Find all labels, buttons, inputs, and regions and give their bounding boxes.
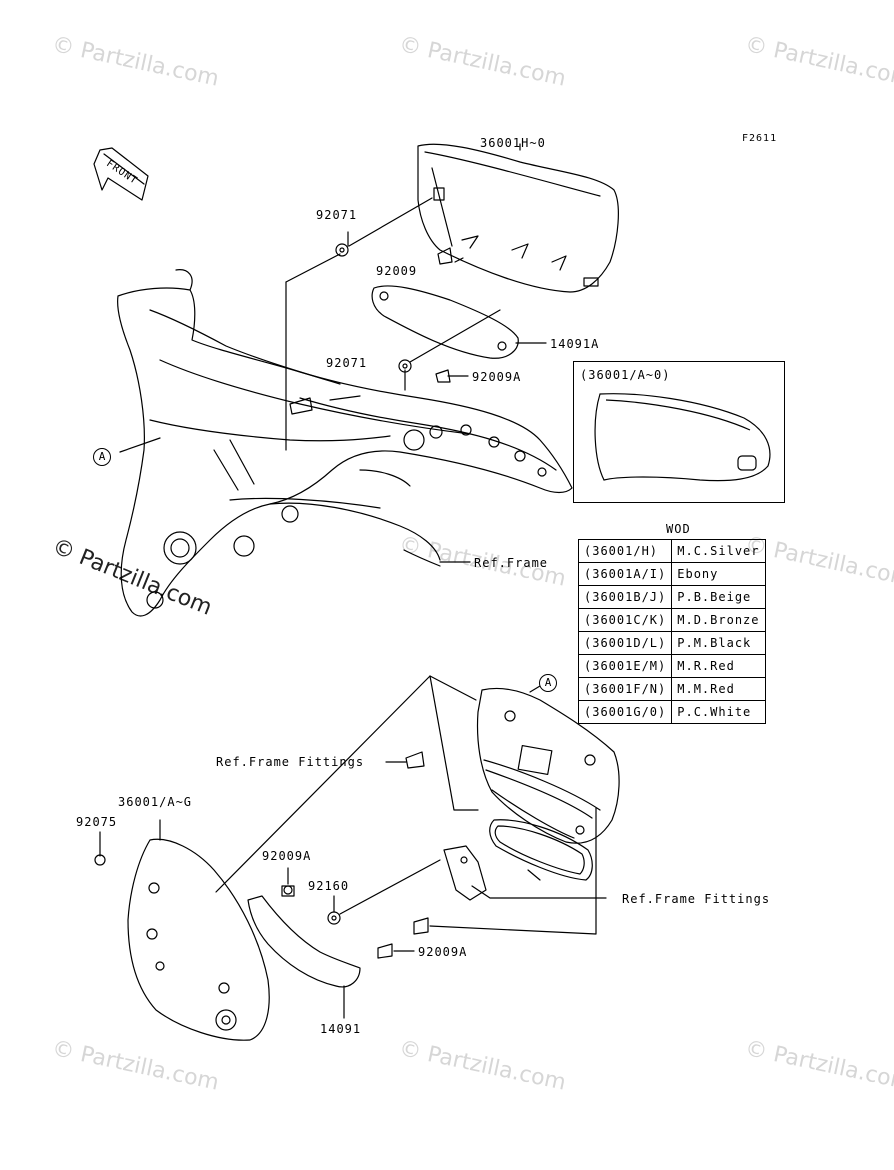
wod-color-cell: Ebony [671,562,766,586]
wod-title: WOD [666,522,691,536]
inset-side-cover [594,393,771,482]
table-row: (36001C/K)M.D.Bronze [577,608,766,632]
wod-color-cell: M.M.Red [671,677,766,701]
wod-color-table: (36001/H)M.C.Silver(36001A/I)Ebony(36001… [577,539,766,724]
wod-code-cell: (36001C/K) [577,608,673,632]
table-row: (36001B/J)P.B.Beige [577,585,766,609]
callout-a-top: A [93,448,111,466]
inset-box: (36001/A~0) [573,361,785,503]
part-label-14091: 14091 [320,1022,362,1036]
wod-code-cell: (36001F/N) [577,677,673,701]
callout-a-bottom: A [539,674,557,692]
wod-color-cell: P.B.Beige [671,585,766,609]
bracket-14091A [371,285,519,359]
part-label-92009: 92009 [376,264,418,278]
wod-code-cell: (36001G/0) [577,700,673,724]
figure-code: F2611 [742,133,778,144]
front-arrow-icon [93,147,149,201]
wod-color-cell: P.C.White [671,700,766,724]
part-label-92009A-bot: 92009A [418,945,468,959]
wod-code-cell: (36001A/I) [577,562,673,586]
part-label-92075: 92075 [76,815,118,829]
part-label-92160: 92160 [308,879,350,893]
part-label-92071-top: 92071 [316,208,358,222]
table-row: (36001A/I)Ebony [577,562,766,586]
motorcycle-frame [117,269,573,617]
frame-fitting [476,687,620,844]
part-label-92009A-mid: 92009A [262,849,312,863]
wod-code-cell: (36001D/L) [577,631,673,655]
side-cover-lower [127,838,270,1041]
wod-color-cell: M.R.Red [671,654,766,678]
wod-color-cell: P.M.Black [671,631,766,655]
inset-title: (36001/A~0) [580,368,671,382]
wod-code-cell: (36001E/M) [577,654,673,678]
bracket-14091 [247,895,361,988]
part-label-36001AG: 36001/A~G [118,795,193,809]
part-label-92009A-top: 92009A [472,370,522,384]
table-row: (36001D/L)P.M.Black [577,631,766,655]
wod-code-cell: (36001B/J) [577,585,673,609]
side-cover-top [417,143,619,293]
ref-frame-label: Ref.Frame [474,556,549,570]
ref-frame-fittings-right: Ref.Frame Fittings [622,892,771,906]
wod-color-cell: M.D.Bronze [671,608,766,632]
table-row: (36001/H)M.C.Silver [577,539,766,563]
part-label-92071-mid: 92071 [326,356,368,370]
part-label-36001H0: 36001H~0 [480,136,546,150]
ref-frame-fittings-left: Ref.Frame Fittings [216,755,365,769]
wod-code-cell: (36001/H) [577,539,673,563]
part-label-14091A: 14091A [550,337,600,351]
table-row: (36001G/0)P.C.White [577,700,766,724]
table-row: (36001E/M)M.R.Red [577,654,766,678]
table-row: (36001F/N)M.M.Red [577,677,766,701]
wod-color-cell: M.C.Silver [671,539,766,563]
